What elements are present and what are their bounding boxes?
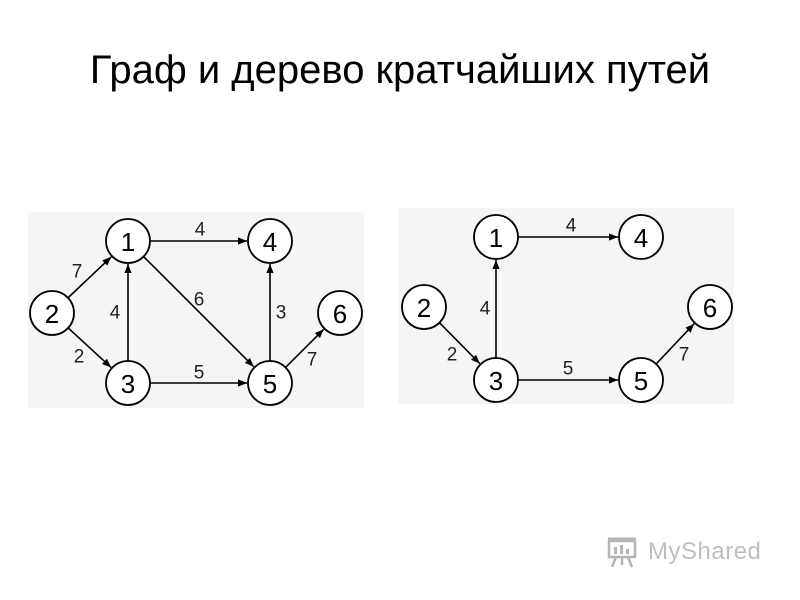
node-label-1: 1	[121, 227, 135, 257]
node-label-3: 3	[489, 366, 503, 396]
edge-weight-1-4: 4	[566, 216, 577, 237]
node-4	[618, 214, 664, 260]
node-label-5: 5	[634, 366, 648, 396]
node-4	[247, 218, 293, 264]
node-1	[473, 214, 519, 260]
edge-2-to-3	[438, 322, 481, 365]
node-label-1: 1	[489, 223, 503, 253]
node-label-3: 3	[121, 369, 135, 399]
edge-weight-5-6: 7	[679, 345, 690, 366]
edge-weight-1-5: 6	[194, 290, 205, 311]
slide-title: Граф и дерево кратчайших путей	[89, 48, 711, 92]
node-label-2: 2	[417, 293, 431, 323]
edge-5-to-6	[655, 323, 695, 365]
shortest-path-tree-diagram: 4 4 2 5 7 1 2 3 4 5 6	[401, 214, 733, 403]
edge-5-to-6	[284, 328, 325, 369]
node-6	[687, 284, 733, 330]
edge-weight-5-4: 3	[276, 303, 287, 324]
edge-weight-1-4: 4	[195, 220, 206, 241]
edge-weight-2-3: 2	[447, 345, 458, 366]
node-label-4: 4	[263, 227, 277, 257]
edge-weight-5-6: 7	[307, 350, 318, 371]
node-2	[29, 290, 75, 336]
watermark-text: MyShared	[648, 538, 762, 565]
node-label-2: 2	[45, 299, 59, 329]
node-5	[247, 360, 293, 406]
node-3	[105, 360, 151, 406]
node-label-6: 6	[703, 293, 717, 323]
edge-weight-2-1: 7	[72, 262, 83, 283]
edge-weight-3-5: 5	[563, 359, 574, 380]
edge-weight-3-5: 5	[194, 363, 205, 384]
node-1	[105, 218, 151, 264]
node-6	[317, 290, 363, 336]
presentation-board-icon	[607, 537, 637, 568]
node-label-6: 6	[333, 299, 347, 329]
tree-panel-background	[398, 208, 734, 404]
node-2	[401, 284, 447, 330]
edge-1-to-5	[142, 255, 255, 368]
node-label-4: 4	[634, 223, 648, 253]
edge-weight-3-1: 4	[110, 303, 121, 324]
node-3	[473, 357, 519, 403]
node-5	[618, 357, 664, 403]
edge-2-to-1	[67, 256, 112, 299]
graph-diagram: 4 7 4 6 3 2 5 7 1 2 3 4 5 6	[29, 218, 363, 406]
edge-2-to-3	[67, 327, 112, 369]
watermark: MyShared	[606, 534, 761, 570]
node-label-5: 5	[263, 369, 277, 399]
edge-weight-3-1: 4	[480, 299, 491, 320]
edge-weight-2-3: 2	[74, 347, 85, 368]
